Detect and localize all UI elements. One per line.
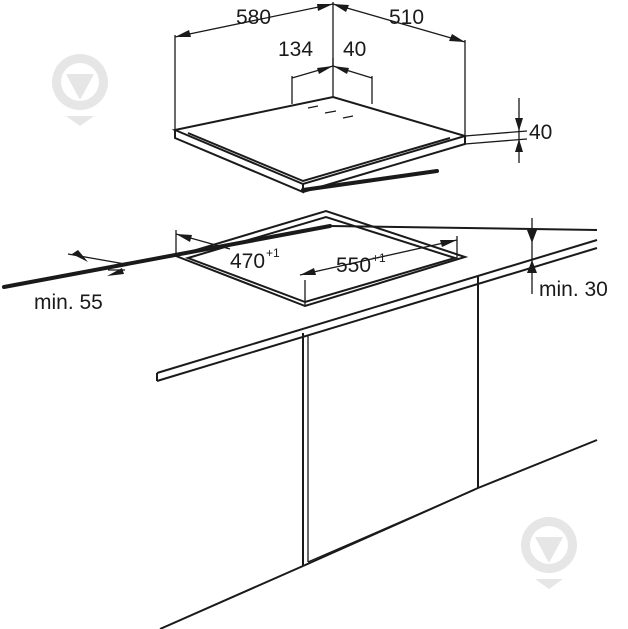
dim-label-510: 510 [389,6,424,29]
dim-label-height: 40 [529,121,552,144]
cabinet [159,276,598,629]
dim-label-470-tolerance: +1 [266,246,280,260]
watermark-pin-icon [52,54,108,126]
dim-line-510 [332,3,466,43]
dim-label-580: 580 [236,6,271,29]
dim-line-min-front [67,250,126,276]
dim-line-offsets [291,58,373,79]
dim-label-470: 470 [230,250,265,273]
dim-label-550: 550 [336,254,371,277]
extension-lines-top [174,2,466,136]
dim-line-cutout [175,233,458,276]
dim-line-min-top [527,218,537,294]
hob [171,95,469,194]
dim-label-40: 40 [343,38,366,61]
dim-line-height [464,98,528,163]
dim-label-min-top: min. 30 [539,278,608,301]
cutout [172,209,469,308]
dim-line-580 [174,3,334,38]
watermark-pin-icon [521,517,577,589]
dim-label-550-tolerance: +1 [372,251,386,265]
dim-label-134: 134 [278,38,313,61]
dim-label-min-front: min. 55 [34,291,103,314]
